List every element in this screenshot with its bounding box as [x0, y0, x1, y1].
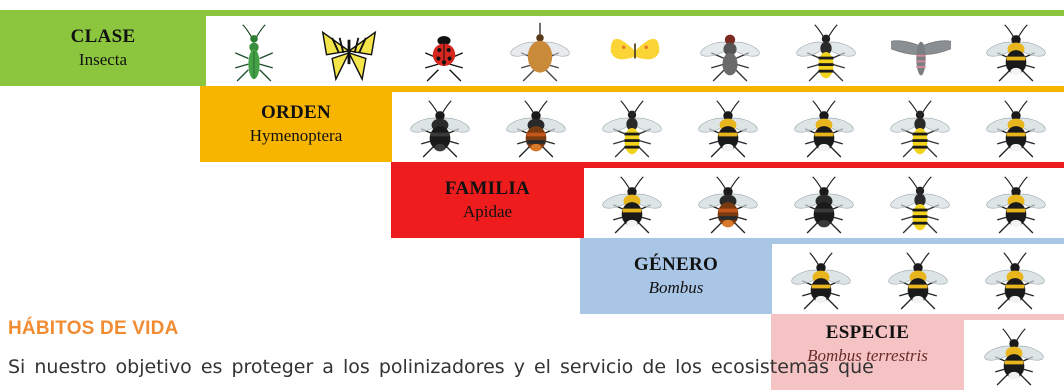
section-heading: HÁBITOS DE VIDA [8, 318, 179, 339]
housefly-icon [700, 34, 760, 82]
wasp-icon [795, 24, 856, 82]
bee-fly-icon [509, 22, 570, 82]
familia-insect-strip [584, 168, 1064, 238]
hawk-moth-icon [890, 40, 951, 76]
ladybird-icon [425, 36, 464, 82]
orden-insect-strip [392, 92, 1064, 162]
clase-taxon: Insecta [78, 50, 128, 69]
bumblebee-icon [986, 176, 1046, 234]
bumblebee-icon [602, 176, 662, 234]
wasp-icon [602, 100, 662, 158]
familia-rank: FAMILIA [444, 178, 531, 199]
wasp-icon [890, 100, 950, 158]
genero-insect-strip [772, 244, 1064, 314]
red-tailed-bee-icon [506, 100, 566, 158]
red-tailed-bee-icon [698, 176, 758, 234]
genero-label: GÉNERO Bombus [580, 238, 772, 314]
bumblebee-icon [986, 24, 1046, 82]
section-paragraph: Si nuestro objetivo es proteger a los po… [8, 356, 874, 378]
genero-rank: GÉNERO [633, 254, 719, 275]
bumblebee-icon [791, 252, 851, 310]
bumblebee-icon [985, 252, 1045, 310]
familia-taxon: Apidae [462, 202, 513, 221]
green-beetle-icon [234, 24, 273, 82]
especie-rank: ESPECIE [825, 322, 910, 343]
wasp-icon [890, 176, 950, 234]
bumblebee-icon [794, 100, 854, 158]
clase-rank: CLASE [70, 26, 136, 47]
orden-rank: ORDEN [260, 102, 332, 123]
genero-taxon: Bombus [648, 278, 704, 297]
swallowtail-butterfly-icon [321, 30, 377, 82]
orden-label: ORDEN Hymenoptera [200, 86, 392, 162]
bumblebee-icon [698, 100, 758, 158]
especie-label: ESPECIE Bombus terrestris [771, 314, 964, 390]
clase-insect-strip [206, 16, 1064, 86]
yellow-butterfly-icon [610, 38, 660, 60]
especie-insect-strip [964, 320, 1064, 390]
black-bee-icon [794, 176, 854, 234]
especie-taxon: Bombus terrestris [807, 346, 928, 365]
clase-label: CLASE Insecta [0, 10, 206, 86]
orden-taxon: Hymenoptera [249, 126, 343, 145]
bumblebee-icon [888, 252, 948, 310]
familia-label: FAMILIA Apidae [391, 162, 584, 238]
bumblebee-icon [986, 100, 1046, 158]
black-bee-icon [410, 100, 470, 158]
